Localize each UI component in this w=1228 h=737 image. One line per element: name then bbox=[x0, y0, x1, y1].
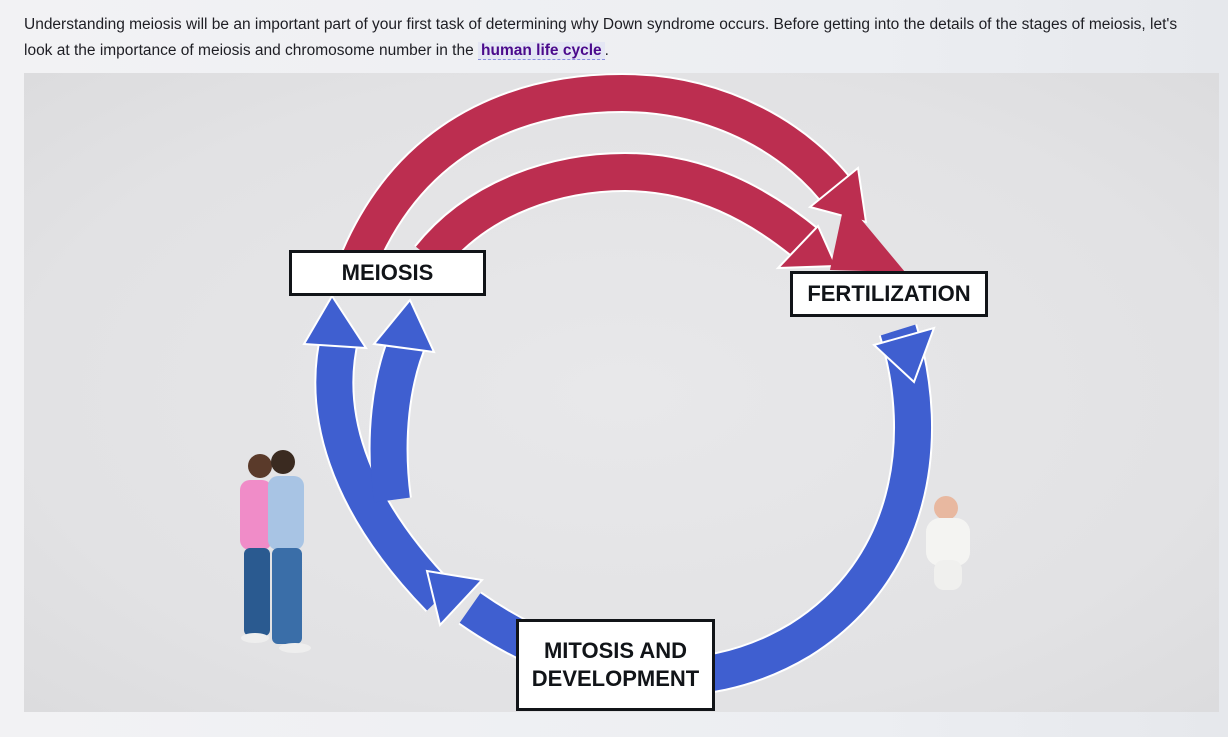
inner-red-arrowhead bbox=[775, 224, 838, 270]
mitosis-label-line1: MITOSIS AND bbox=[543, 638, 687, 663]
intro-text-end: . bbox=[604, 42, 609, 59]
inner-red-arrow bbox=[415, 153, 820, 270]
intro-text: Understanding meiosis will be an importa… bbox=[24, 16, 1178, 59]
outer-left-blue-arrowhead bbox=[302, 294, 368, 350]
red-arrows bbox=[343, 74, 857, 270]
inner-left-blue-arrowhead bbox=[372, 298, 436, 354]
outer-left-blue-arrow bbox=[316, 330, 453, 611]
couple-illustration bbox=[240, 450, 311, 653]
baby-illustration bbox=[926, 496, 970, 590]
meiosis-label: MEIOSIS bbox=[289, 250, 486, 296]
outer-red-arrow bbox=[343, 74, 857, 266]
mitosis-blue-arrowhead bbox=[425, 569, 485, 628]
glossary-term-human-life-cycle[interactable]: human life cycle bbox=[478, 42, 605, 60]
intro-paragraph: Understanding meiosis will be an importa… bbox=[24, 12, 1209, 64]
inner-left-blue-arrow bbox=[370, 327, 427, 503]
mitosis-label-line2: DEVELOPMENT bbox=[531, 666, 700, 691]
mitosis-development-label: MITOSIS AND DEVELOPMENT bbox=[516, 619, 715, 711]
fertilization-blue-arrowhead bbox=[872, 326, 936, 384]
fertilization-label: FERTILIZATION bbox=[790, 271, 988, 317]
